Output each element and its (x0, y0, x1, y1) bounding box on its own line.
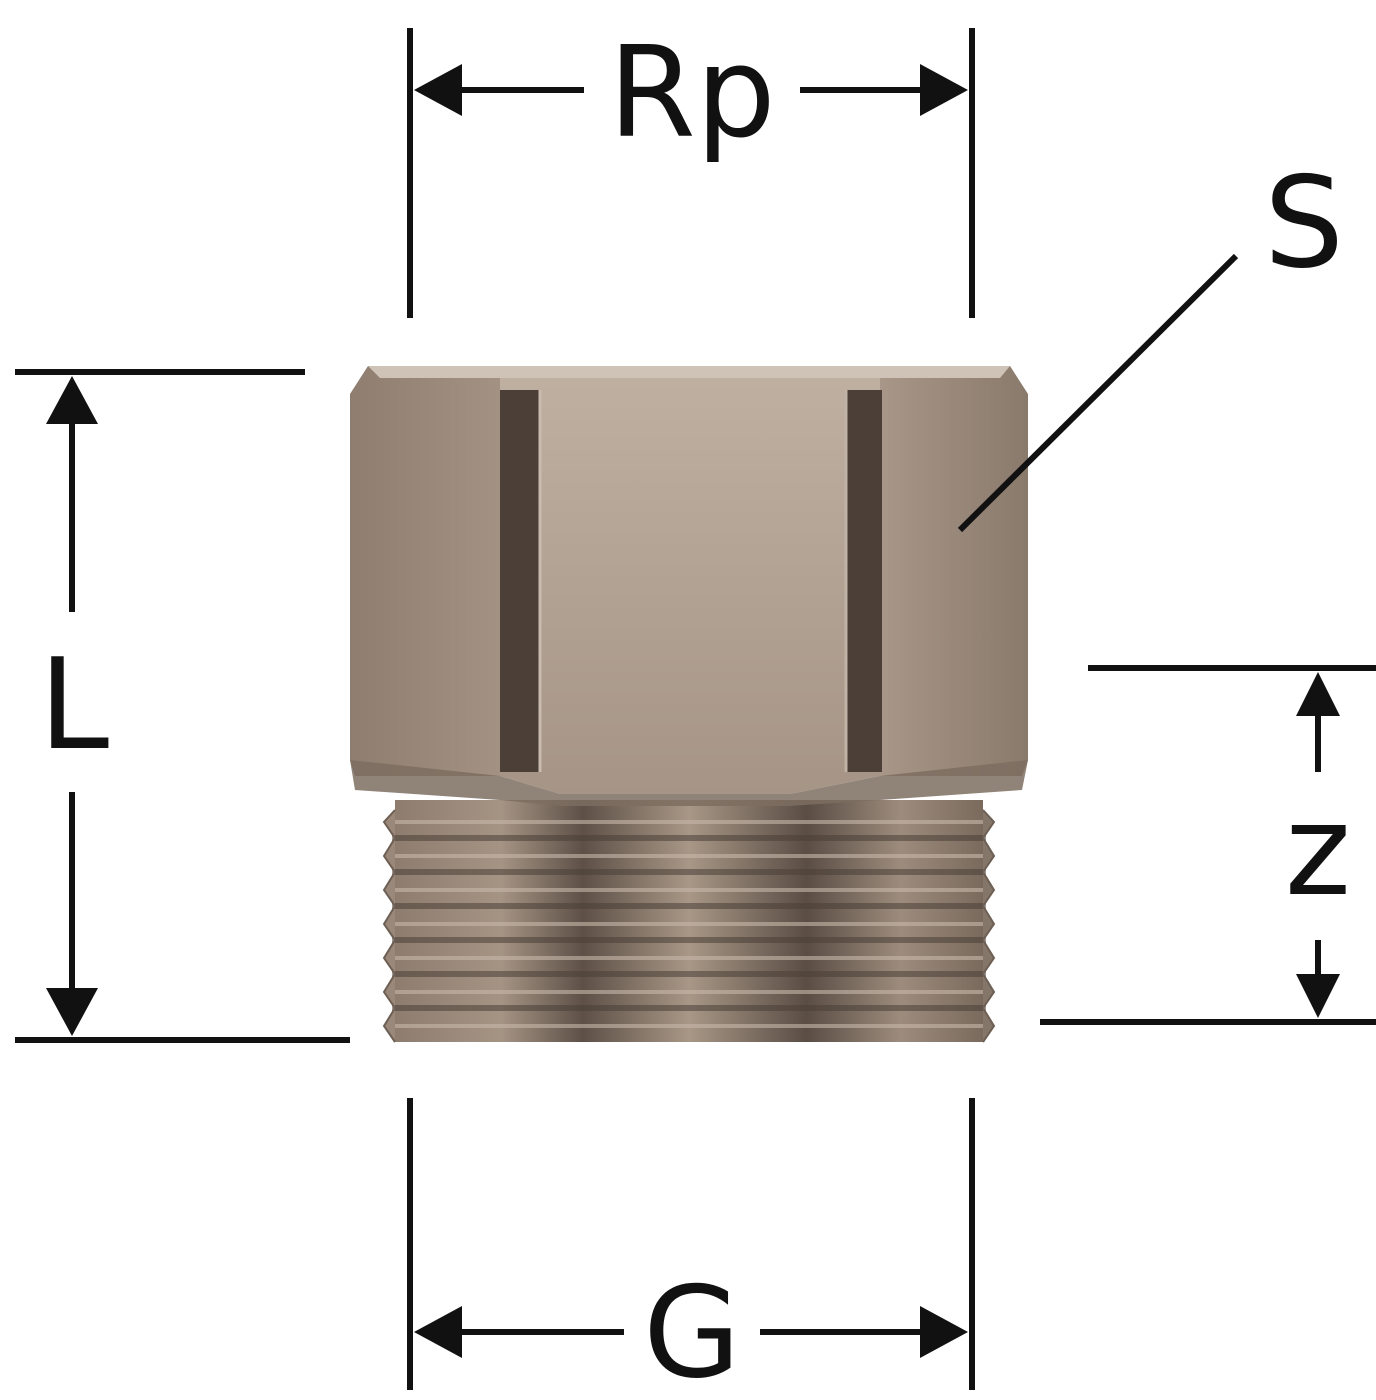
thread-profile-right (981, 809, 996, 1043)
hex-center-face (500, 366, 880, 794)
hex-top-chamfer (368, 366, 1010, 378)
hex-left-face (350, 366, 500, 776)
hex-nut (350, 366, 1028, 806)
g-arrow-right (920, 1306, 968, 1358)
hex-edge-right (846, 390, 882, 772)
label-rp: Rp (608, 19, 776, 166)
z-arrow-bottom (1296, 974, 1340, 1018)
hex-right-face (880, 366, 1028, 776)
hex-bottom-chamfer (350, 760, 1028, 806)
thread-highlights (392, 820, 986, 1028)
g-arrow-left (414, 1306, 462, 1358)
thread-profile-left (382, 809, 397, 1043)
rp-arrow-left (414, 64, 462, 116)
male-thread (382, 800, 996, 1043)
rp-arrow-right (920, 64, 968, 116)
z-arrow-top (1296, 672, 1340, 716)
fitting-illustration (350, 366, 1028, 1043)
label-z: z (1285, 777, 1351, 924)
hex-edge-left (500, 390, 540, 772)
dimension-labels: Rp S L z G (39, 19, 1351, 1400)
label-s: S (1264, 149, 1344, 296)
label-l: L (39, 631, 109, 778)
thread-ridges (392, 835, 986, 1011)
label-g: G (643, 1259, 741, 1400)
dimension-lines (15, 28, 1376, 1390)
l-arrow-top (46, 376, 98, 424)
l-arrow-bottom (46, 988, 98, 1036)
dimension-arrowheads (46, 64, 1340, 1358)
